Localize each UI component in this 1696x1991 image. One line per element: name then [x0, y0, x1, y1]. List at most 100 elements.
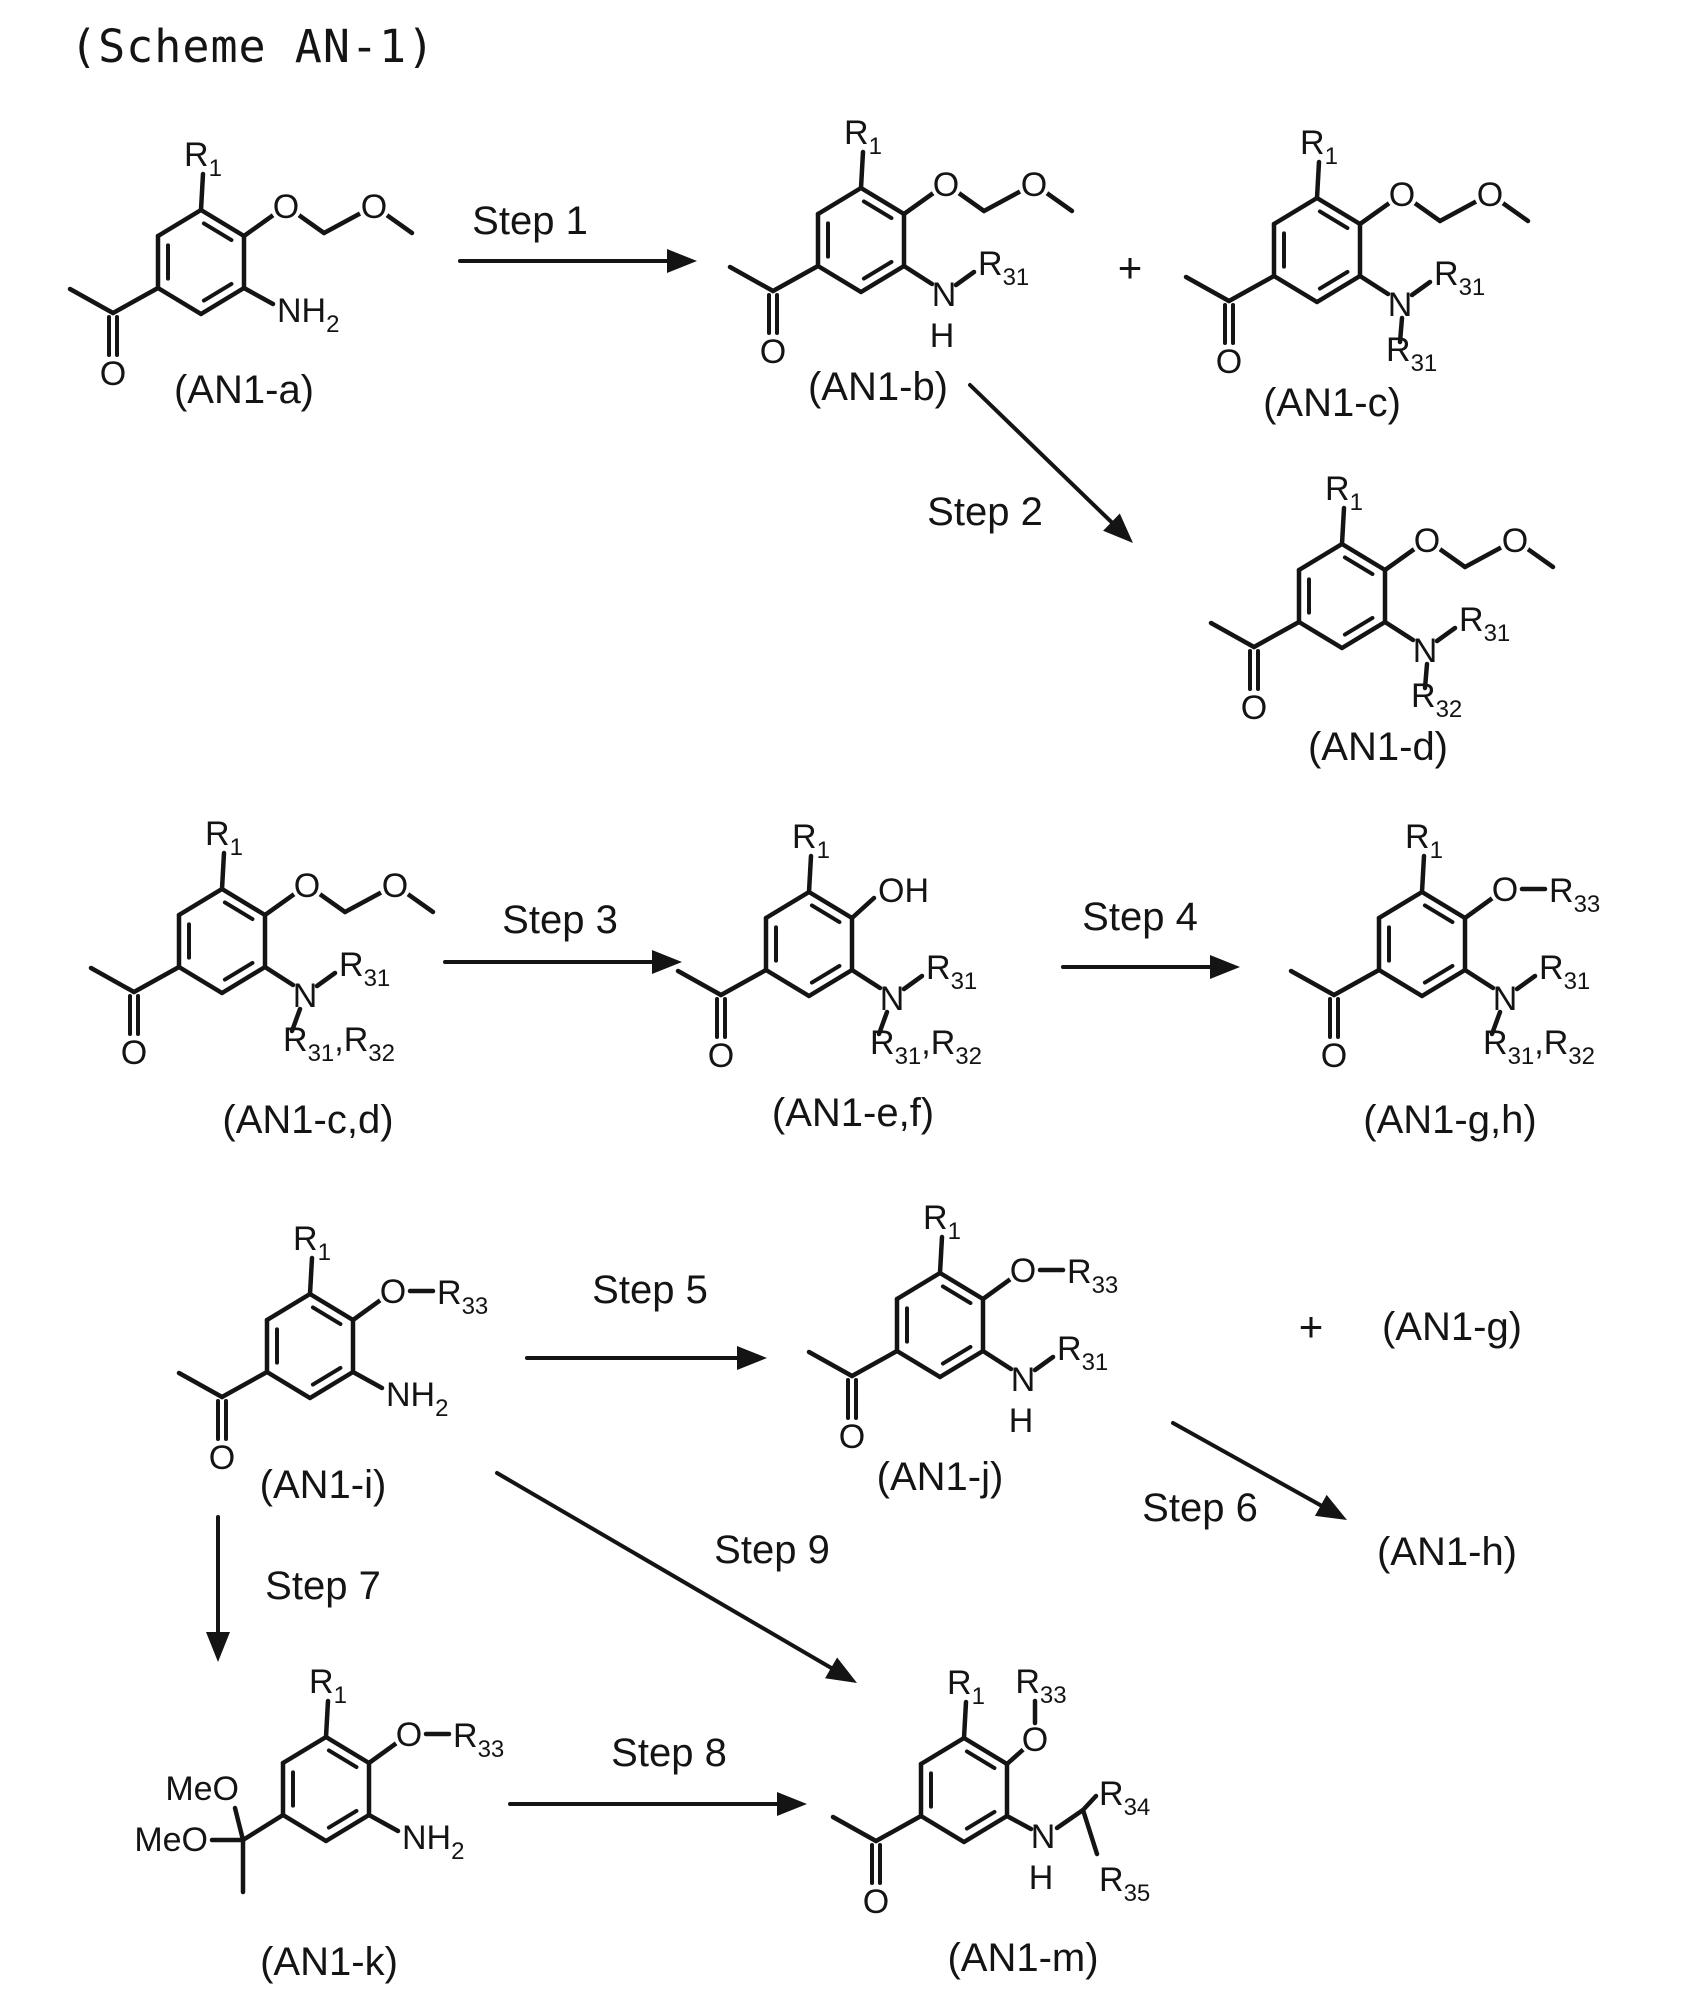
- arrow-head: [667, 249, 697, 273]
- ring-double-bond: [940, 1344, 973, 1366]
- atom-label-main: N: [932, 276, 957, 314]
- ring-double-bond: [861, 259, 894, 281]
- atom-label-r34: R34: [1099, 1775, 1150, 1821]
- atom-label-ether-o: O: [396, 1716, 422, 1754]
- atom-label-sub: 31: [895, 1043, 922, 1070]
- bond: [131, 964, 182, 995]
- ring-bond: [961, 1813, 1010, 1845]
- atom-label-meo: MeO: [134, 1821, 208, 1859]
- ring-bond: [937, 1348, 986, 1380]
- atom-label-lower-r: R31: [1386, 331, 1437, 377]
- atom-label-main: O: [1502, 522, 1528, 560]
- ring-bond: [815, 263, 864, 295]
- compound-label: (AN1-c): [1263, 381, 1401, 425]
- atom-label-r1: R1: [293, 1220, 331, 1266]
- atom-label-main: O: [933, 166, 959, 204]
- compound-label: (AN1-e,f): [772, 1091, 934, 1135]
- atom-label-carbonyl-o: O: [1241, 689, 1267, 727]
- atom-label-r1: R1: [205, 815, 243, 861]
- atom-label-meo: MeO: [165, 1770, 239, 1808]
- ring-double-bond: [310, 1365, 343, 1387]
- atom-label-n: N: [1031, 1818, 1056, 1856]
- atom-label-main: O: [863, 1883, 889, 1921]
- atom-label-main: O: [361, 188, 387, 226]
- bond: [1314, 159, 1322, 201]
- atom-label-main: H: [1009, 1402, 1034, 1440]
- atom-label-main: R: [844, 114, 869, 152]
- atom-label-r31-r32: R31,R32: [283, 1021, 395, 1067]
- atom-label-carbonyl-o: O: [1216, 343, 1242, 381]
- bond: [849, 895, 877, 921]
- ring-bond: [937, 1270, 986, 1302]
- atom-label-nh2: NH2: [386, 1376, 448, 1422]
- bond: [953, 269, 977, 288]
- atom-label-sub: 33: [1092, 1272, 1119, 1299]
- bond: [219, 1369, 270, 1400]
- atom-label-r1: R1: [1300, 124, 1338, 170]
- atom-label-sub: 1: [318, 1239, 331, 1266]
- step-9-arrow: Step 9: [495, 1471, 857, 1683]
- atom-backing: [861, 1886, 891, 1916]
- atom-label-main: NH: [277, 292, 326, 330]
- atom-label-main: R: [205, 815, 230, 853]
- atom-label-main: R: [1459, 601, 1484, 639]
- bond: [1208, 620, 1257, 650]
- bond: [307, 1255, 315, 1297]
- atom-label-sub: 1: [948, 1218, 961, 1245]
- ring-bond: [918, 1735, 967, 1767]
- ring-bond: [815, 185, 864, 217]
- atom-label-carbonyl-o: O: [100, 355, 126, 393]
- atom-label-main: ,: [921, 1024, 930, 1062]
- atom-label-main: O: [1492, 871, 1518, 909]
- atom-label-ether-o: O: [1389, 176, 1415, 214]
- bond: [1462, 967, 1496, 991]
- plus-1: +: [1118, 244, 1143, 291]
- atom-label-r31: R31: [1057, 1330, 1108, 1376]
- atom-label-main: R: [283, 1021, 308, 1059]
- atom-label-main: O: [1389, 176, 1415, 214]
- atom-label-sub: 33: [478, 1736, 505, 1763]
- atom-label-main: MeO: [134, 1821, 208, 1859]
- atom-label-main: O: [273, 188, 299, 226]
- atom-label-carbonyl-o: O: [121, 1034, 147, 1072]
- atom-label-carbonyl-o: O: [760, 333, 786, 371]
- atom-backing: [377, 1275, 409, 1307]
- ring-bond: [1296, 541, 1345, 573]
- atom-label-main: N: [293, 977, 318, 1015]
- bond: [1080, 1793, 1099, 1813]
- bond: [176, 1370, 225, 1400]
- atom-label-carbonyl-o: O: [1321, 1037, 1347, 1075]
- bond: [1382, 619, 1416, 643]
- an1-g-ref: (AN1-g): [1382, 1305, 1522, 1349]
- bond: [241, 285, 276, 307]
- ring-bond: [155, 285, 204, 317]
- ring-double-bond: [222, 900, 255, 922]
- compound-ref: (AN1-h): [1377, 1530, 1517, 1574]
- bond: [350, 1369, 385, 1391]
- atom-label-main: O: [396, 1716, 422, 1754]
- atom-label-ether-o: O: [380, 1273, 406, 1311]
- atom-backing: [358, 190, 390, 222]
- ring-double-bond: [1342, 615, 1375, 637]
- step-label: Step 8: [611, 1731, 727, 1775]
- bond: [675, 968, 724, 998]
- step-1-arrow: Step 1: [458, 199, 697, 273]
- atom-backing: [1386, 178, 1418, 210]
- atom-label-main: O: [209, 1439, 235, 1477]
- atom-label-h: H: [1029, 1859, 1054, 1897]
- atom-label-r33: R33: [1067, 1253, 1118, 1299]
- ring-double-bond: [1317, 269, 1350, 291]
- atom-label-sub: 35: [1124, 1880, 1151, 1907]
- atom-label-sub: 31: [1411, 350, 1438, 377]
- ring-double-bond: [964, 1809, 997, 1831]
- bond: [727, 264, 776, 294]
- bond: [1514, 973, 1538, 992]
- bond: [1080, 1807, 1100, 1857]
- atom-label-sub: 1: [1325, 143, 1338, 170]
- ring-bond: [219, 964, 268, 996]
- atom-label-sub: 31: [951, 968, 978, 995]
- atom-label-n: N: [1493, 980, 1518, 1018]
